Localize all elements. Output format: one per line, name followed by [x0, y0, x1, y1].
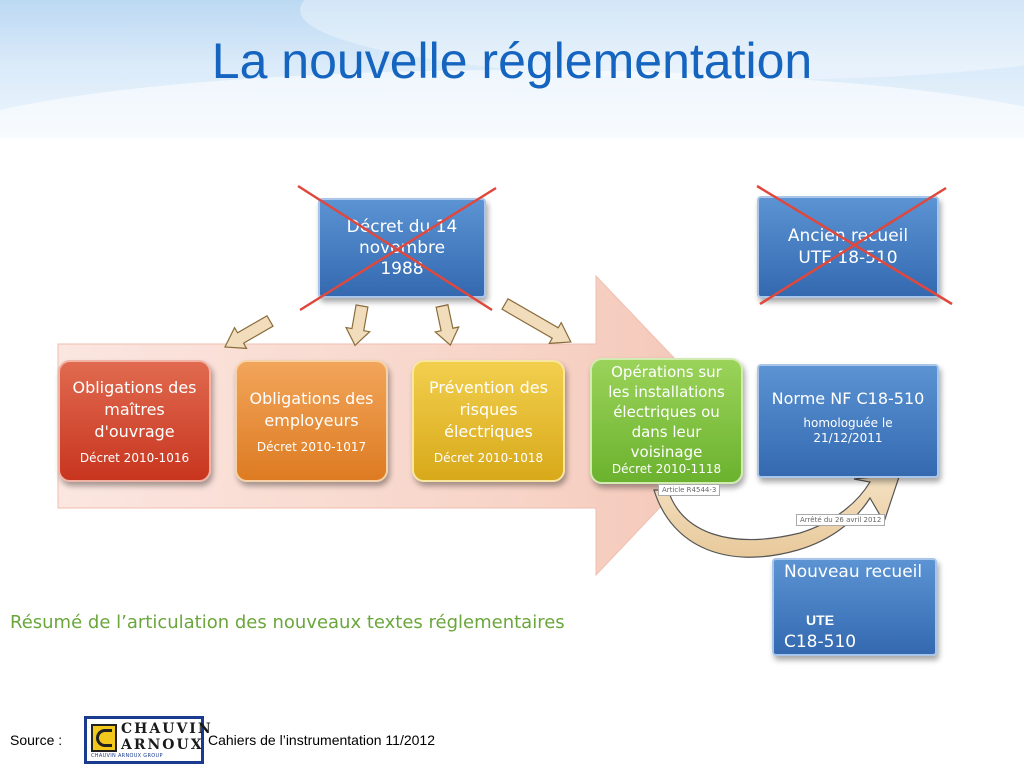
box-operations-decret: Décret 2010-1118: [611, 462, 722, 476]
source-label: Source :: [10, 732, 63, 748]
cross-overlay: [297, 184, 953, 312]
box-norme-nf-title: Norme NF C18-510: [771, 389, 925, 408]
chauvin-arnoux-logo: CHAUVIN ARNOUX CHAUVIN ARNOUX GROUP: [84, 716, 211, 764]
regulation-diagram: Décret du 14 novembre 1988 Ancien recuei…: [0, 138, 1024, 698]
small-arrow-3: [433, 304, 460, 347]
footer: Source : CHAUVIN ARNOUX CHAUVIN ARNOUX G…: [0, 714, 1024, 768]
box-operations-installations: Opérations sur les installations électri…: [590, 358, 743, 484]
logo-line1: CHAUVIN: [121, 721, 213, 737]
ancien-cross-line-2: [759, 186, 947, 306]
arrete-label: Arrêté du 26 avril 2012: [796, 514, 886, 526]
box-prevention-risques: Prévention des risques électriques Décre…: [412, 360, 565, 482]
box-prevention-risques-decret: Décret 2010-1018: [433, 451, 544, 465]
header-banner: [0, 0, 1024, 138]
box-norme-nf-date: homologuée le 21/12/2011: [803, 416, 893, 445]
box-employeurs: Obligations des employeurs Décret 2010-1…: [235, 360, 388, 482]
small-arrow-4: [501, 297, 572, 345]
article-label: Article R4544-3: [658, 484, 721, 496]
decret-cross-line-2: [299, 186, 497, 312]
box-maitres-ouvrage-decret: Décret 2010-1016: [79, 451, 190, 465]
logo-mark-icon: [91, 724, 117, 752]
box-employeurs-title: Obligations des employeurs: [249, 389, 374, 430]
box-maitres-ouvrage-title: Obligations des maîtres d'ouvrage: [72, 378, 197, 441]
small-arrow-2: [344, 304, 371, 347]
nouveau-recueil-code: C18-510: [784, 632, 857, 652]
nouveau-recueil-ute: UTE: [806, 612, 835, 628]
slide-title: La nouvelle réglementation: [211, 33, 813, 89]
box-operations-title: Opérations sur les installations électri…: [608, 363, 725, 461]
logo-line2: ARNOUX: [121, 737, 204, 753]
decret-1988-box: Décret du 14 novembre 1988: [318, 198, 486, 298]
box-norme-nf: Norme NF C18-510 homologuée le 21/12/201…: [757, 364, 939, 478]
decret-1988-label: Décret du 14 novembre 1988: [346, 216, 458, 279]
decret-cross-line-1: [297, 184, 493, 312]
logo-line3: CHAUVIN ARNOUX GROUP: [91, 753, 163, 759]
ancien-recueil-box: Ancien recueil UTE 18-510: [757, 196, 939, 298]
source-credit: Cahiers de l’instrumentation 11/2012: [208, 732, 435, 748]
box-maitres-ouvrage: Obligations des maîtres d'ouvrage Décret…: [58, 360, 211, 482]
nouveau-recueil-box: Nouveau recueil UTE C18-510: [772, 558, 937, 656]
diagram-caption: Résumé de l’articulation des nouveaux te…: [10, 612, 565, 633]
nouveau-recueil-line1: Nouveau recueil: [784, 562, 923, 582]
nouveau-recueil-line2: UTE C18-510: [784, 587, 856, 653]
box-prevention-risques-title: Prévention des risques électriques: [429, 378, 548, 441]
diagram-graphics: [57, 274, 901, 577]
small-arrow-1: [224, 314, 274, 350]
box-employeurs-decret: Décret 2010-1017: [256, 440, 367, 454]
